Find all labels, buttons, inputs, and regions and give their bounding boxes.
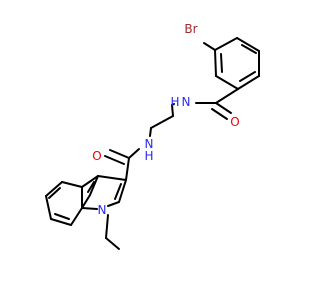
c-br-bond: [203, 42, 216, 51]
oxygen-atom-label-2: O: [92, 149, 101, 163]
ethylene-linker: [149, 103, 175, 137]
molecule-structure-diagram: Br O N H O N H N: [45, 22, 260, 250]
carbonyl-group-1: [211, 88, 239, 120]
hydrogen-atom-label-1: H: [170, 95, 179, 109]
oxygen-atom-label-1: O: [230, 115, 239, 129]
carbonyl-group-2: [104, 148, 140, 181]
bromine-atom-label: Br: [184, 22, 197, 36]
bromobenzoyl-ring: [214, 37, 260, 90]
nitrogen-atom-label-3: N: [98, 203, 107, 217]
nitrogen-atom-label-2: N: [145, 137, 154, 151]
nitrogen-atom-label-1: N: [182, 95, 191, 109]
indole-ring: [45, 175, 127, 250]
hydrogen-atom-label-2: H: [144, 149, 153, 163]
